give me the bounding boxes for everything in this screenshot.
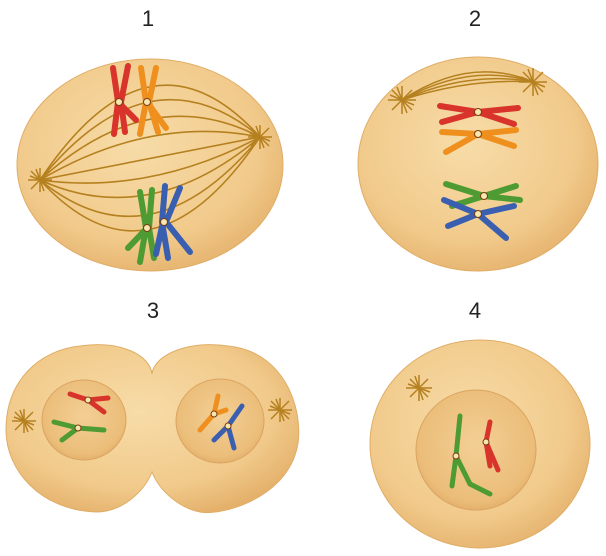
centromere-red-3 — [85, 397, 91, 403]
panel-3: 3 — [6, 298, 299, 513]
panel-4-number: 4 — [469, 298, 481, 323]
centromere-orange-2 — [475, 131, 482, 138]
nucleus-4 — [416, 390, 536, 510]
centromere-blue-3 — [225, 423, 231, 429]
centromere-blue-2 — [475, 211, 482, 218]
centromere-blue-1 — [161, 219, 168, 226]
nucleus-3-right — [176, 379, 264, 463]
centromere-red-4 — [483, 439, 489, 445]
centrosome-left-3 — [12, 409, 36, 433]
centrosome-left-1 — [28, 168, 52, 192]
panel-2-number: 2 — [469, 6, 481, 31]
panel-4: 4 — [370, 298, 590, 548]
centrosome-left-2 — [388, 86, 416, 114]
panel-2: 2 — [358, 6, 598, 271]
centromere-green-4 — [453, 453, 459, 459]
centromere-red-2 — [475, 109, 482, 116]
centromere-green-2 — [481, 193, 488, 200]
centrosome-right-2 — [519, 68, 547, 96]
centromere-green-1 — [144, 225, 151, 232]
centrosome-right-3 — [268, 398, 292, 422]
centromere-orange-3 — [211, 411, 217, 417]
centrosome-right-1 — [248, 125, 272, 149]
panel-1: 1 — [17, 6, 283, 271]
centromere-green-3 — [75, 425, 81, 431]
centromere-orange-1 — [144, 99, 151, 106]
centromere-red-1 — [116, 99, 123, 106]
panel-1-number: 1 — [142, 6, 154, 31]
panel-3-number: 3 — [147, 298, 159, 323]
cell-2 — [358, 57, 598, 271]
